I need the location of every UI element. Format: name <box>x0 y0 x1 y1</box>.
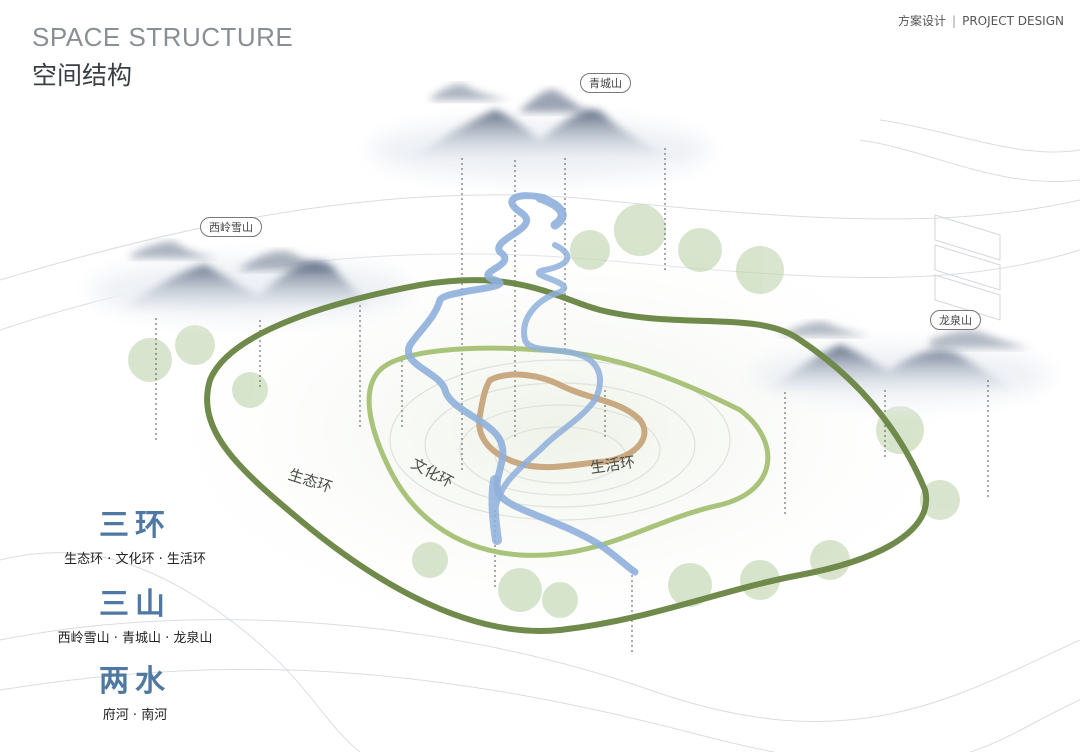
building-outline <box>935 215 1000 320</box>
legend-two-rivers: 两水 府河 · 南河 <box>10 656 260 723</box>
mountain-qingcheng <box>370 84 710 180</box>
label-longquan-mountain: 龙泉山 <box>930 310 981 330</box>
label-xiling-mountain: 西岭雪山 <box>200 217 262 237</box>
legend-subtitle: 西岭雪山 · 青城山 · 龙泉山 <box>10 627 260 646</box>
legend-heading: 两水 <box>10 656 260 700</box>
label-qingcheng-mountain: 青城山 <box>580 73 631 93</box>
legend-heading: 三环 <box>10 500 260 544</box>
legend-subtitle: 生态环 · 文化环 · 生活环 <box>10 548 260 567</box>
legend-three-mountains: 三山 西岭雪山 · 青城山 · 龙泉山 <box>10 579 260 646</box>
legend-subtitle: 府河 · 南河 <box>10 704 260 723</box>
legend-three-rings: 三环 生态环 · 文化环 · 生活环 <box>10 500 260 567</box>
legend-heading: 三山 <box>10 579 260 623</box>
